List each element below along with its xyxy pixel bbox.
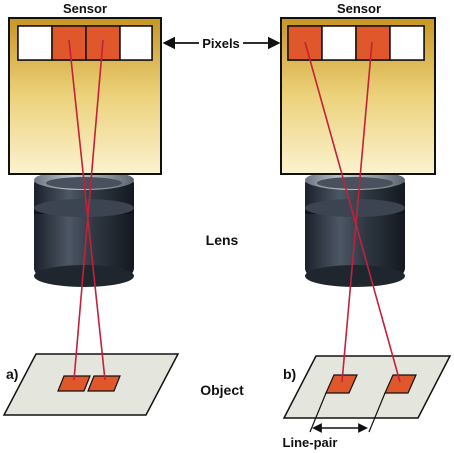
object-label: Object bbox=[200, 382, 244, 398]
pixel-left-1 bbox=[17, 25, 53, 61]
object-feature-left-2 bbox=[87, 375, 121, 392]
pixel-right-2 bbox=[321, 25, 357, 61]
light-rays bbox=[68, 39, 401, 383]
panel-b-label: b) bbox=[283, 366, 296, 382]
ray-left-1 bbox=[68, 39, 106, 381]
sensor-left-label: Sensor bbox=[63, 1, 107, 16]
sensor-right-label: Sensor bbox=[337, 1, 381, 16]
pixels-label-box bbox=[199, 33, 243, 53]
lens-label: Lens bbox=[206, 232, 239, 248]
camera-left bbox=[8, 17, 162, 287]
line-pair-label: Line-pair bbox=[283, 435, 338, 450]
line-pair-bracket bbox=[309, 392, 386, 433]
ray-right-2 bbox=[341, 41, 373, 383]
camera-right bbox=[280, 17, 436, 287]
object-feature-right-1 bbox=[325, 374, 358, 394]
ray-left-2 bbox=[73, 39, 104, 381]
object-feature-left-1 bbox=[57, 375, 91, 392]
pixel-left-4 bbox=[119, 25, 153, 61]
pixels-label: Pixels bbox=[202, 36, 240, 51]
ray-right-1 bbox=[304, 41, 401, 383]
pixel-right-3 bbox=[355, 25, 391, 61]
object-feature-right-2 bbox=[384, 374, 417, 394]
panel-a-label: a) bbox=[6, 366, 18, 382]
pixel-right-4 bbox=[389, 25, 425, 61]
object-plate-right bbox=[282, 355, 452, 419]
